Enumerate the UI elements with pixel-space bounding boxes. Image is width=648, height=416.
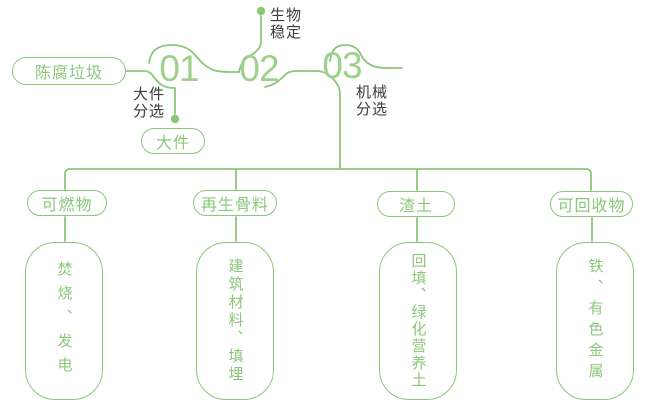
stage3-number: 03 <box>322 45 362 86</box>
bio-branch-dot <box>256 6 266 16</box>
stage3-label: 机械分选 <box>356 84 389 118</box>
line-stage3-down <box>316 70 341 170</box>
distribution-line <box>64 168 592 191</box>
node-output-combustible: 可燃物 <box>27 190 107 216</box>
swoosh-under-stage2 <box>264 70 318 88</box>
stage1-number: 01 <box>159 48 199 89</box>
stage2-number: 02 <box>239 48 279 89</box>
node-output-slag-soil: 渣土 <box>377 191 455 217</box>
detail-box-slag-soil: 回填、绿化营养土 <box>379 242 457 400</box>
detail-text-slag-soil: 回填、绿化营养土 <box>409 253 427 389</box>
detail-text-recycled-aggregate: 建筑材料、填埋 <box>226 258 244 384</box>
detail-box-recyclable: 铁、有色金属 <box>556 242 634 400</box>
arc-over-stage3 <box>329 44 403 69</box>
detail-box-recycled-aggregate: 建筑材料、填埋 <box>196 242 274 400</box>
line-source-to-stage1 <box>125 70 176 115</box>
node-bulky-output: 大件 <box>141 128 205 154</box>
stage2-label: 生物稳定 <box>270 7 303 41</box>
stage1-label: 大件分选 <box>133 86 166 120</box>
detail-text-combustible: 焚烧、发电 <box>55 261 73 381</box>
detail-text-recyclable: 铁、有色金属 <box>586 258 604 384</box>
node-output-recycled-aggregate: 再生骨料 <box>193 190 277 216</box>
bulky-branch-dot <box>170 114 180 124</box>
arc-over-stage1 <box>148 44 240 73</box>
node-source: 陈腐垃圾 <box>12 57 126 85</box>
detail-box-combustible: 焚烧、发电 <box>25 242 103 400</box>
line-stage2-up <box>238 15 262 73</box>
node-output-recyclable: 可回收物 <box>550 191 633 217</box>
